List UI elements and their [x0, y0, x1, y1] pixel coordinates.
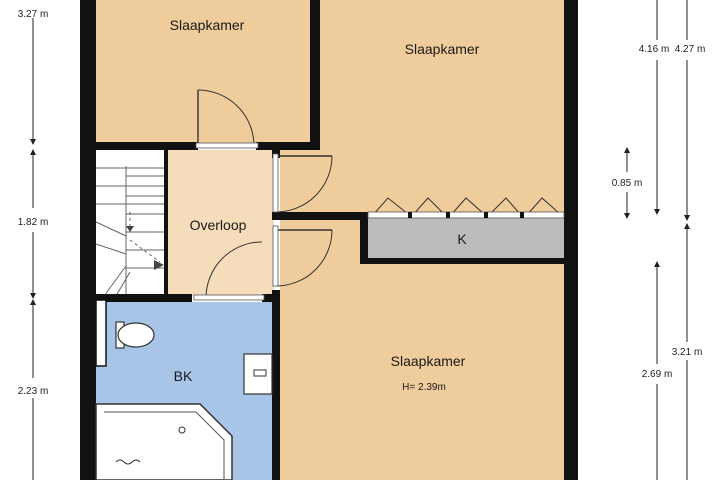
dim-right-3a: 3.21 m [672, 347, 703, 358]
bedroom-top-left-area [88, 0, 312, 144]
ceiling-height-label: H= 2.39m [402, 382, 446, 393]
bathroom-label: BK [174, 368, 193, 384]
dim-left-2: 1.82 m [18, 217, 49, 228]
sink-icon [243, 353, 273, 395]
hall-right-strip-2 [280, 216, 364, 266]
door-bedroom-bottom [272, 225, 333, 287]
stairs-area [96, 150, 164, 296]
cupboard-area [366, 218, 564, 260]
door-bedroom-top-left [195, 89, 259, 149]
hall-right-strip [280, 150, 364, 216]
dim-right-1b: 4.27 m [675, 44, 706, 55]
door-bedroom-top-right [272, 153, 333, 213]
bedroom-top-right-label: Slaapkamer [405, 41, 480, 57]
landing-label: Overloop [190, 217, 247, 233]
bedroom-bottom-label: Slaapkamer [391, 353, 466, 369]
dim-left-1: 3.27 m [18, 9, 49, 20]
landing-area [166, 150, 274, 296]
staircase [95, 166, 164, 297]
right-dimensions [624, 0, 690, 480]
stairs-arrow-icon [126, 226, 134, 232]
bedroom-bottom-area [280, 262, 564, 480]
dim-right-1a: 4.16 m [639, 44, 670, 55]
toilet-icon [115, 321, 155, 349]
dim-right-2: 0.85 m [612, 178, 643, 189]
door-bathroom [193, 241, 265, 301]
window-left [95, 299, 107, 367]
bathtub-icon [95, 403, 233, 480]
cupboard-doors [367, 197, 565, 219]
bedroom-top-left-label: Slaapkamer [170, 17, 245, 33]
dim-right-3b: 2.69 m [642, 369, 673, 380]
cupboard-label: K [457, 231, 467, 247]
dim-left-3: 2.23 m [18, 386, 49, 397]
stairs-arrow-icon-2 [154, 260, 164, 270]
walls [80, 0, 578, 480]
